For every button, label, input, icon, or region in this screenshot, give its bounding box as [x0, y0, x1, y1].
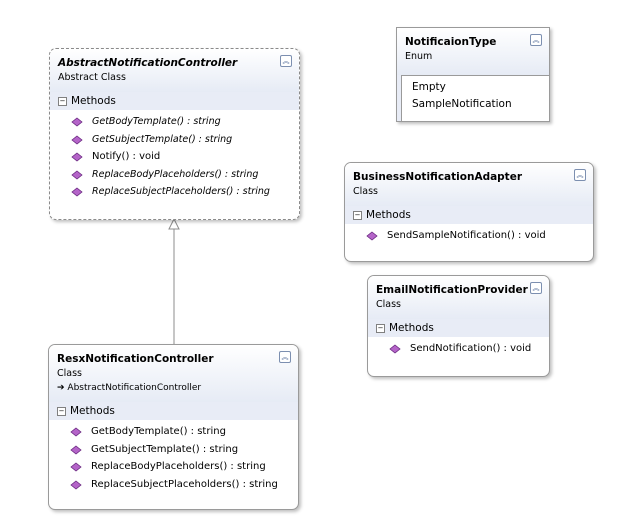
- class-name: EmailNotificationProvider: [376, 284, 528, 296]
- resx-notification-controller-shape[interactable]: ResxNotificationController Class ➔ Abstr…: [48, 344, 299, 510]
- method-label: GetBodyTemplate() : string: [91, 426, 226, 437]
- base-class: ➔ AbstractNotificationController: [57, 381, 290, 395]
- class-name: ResxNotificationController: [57, 353, 214, 365]
- section-label: Methods: [389, 322, 434, 334]
- method-icon: [389, 344, 401, 354]
- method-icon: [70, 444, 82, 455]
- method-item[interactable]: SendNotification() : void: [368, 340, 549, 358]
- method-icon: [70, 462, 82, 472]
- methods-section-header[interactable]: −Methods: [345, 206, 593, 224]
- method-list: GetBodyTemplate() : string GetSubjectTem…: [49, 420, 298, 497]
- enum-value[interactable]: Empty: [412, 81, 446, 93]
- method-icon: [70, 427, 82, 437]
- class-kind: Abstract Class: [58, 72, 126, 83]
- shape-header: EmailNotificationProvider Class ︽: [368, 276, 549, 319]
- method-list: GetBodyTemplate() : string GetSubjectTem…: [50, 110, 299, 205]
- collapse-chevron-icon[interactable]: ︽: [530, 282, 542, 294]
- class-kind: Class: [376, 299, 401, 310]
- class-kind: Class: [353, 186, 378, 197]
- shape-header: ResxNotificationController Class ➔ Abstr…: [49, 345, 298, 402]
- section-label: Methods: [71, 95, 116, 107]
- section-label: Methods: [366, 209, 411, 221]
- method-item[interactable]: ReplaceSubjectPlaceholders() : string: [50, 183, 299, 201]
- inherits-arrow-icon: ➔: [57, 383, 65, 393]
- method-item[interactable]: GetBodyTemplate() : string: [49, 423, 298, 441]
- abstract-notification-controller-shape[interactable]: AbstractNotificationController Abstract …: [49, 48, 300, 220]
- collapse-minus-icon[interactable]: −: [376, 323, 385, 333]
- base-class-label: AbstractNotificationController: [67, 383, 202, 393]
- method-list: SendSampleNotification() : void: [345, 224, 593, 249]
- class-name: AbstractNotificationController: [58, 57, 238, 69]
- method-item[interactable]: ReplaceBodyPlaceholders() : string: [49, 458, 298, 476]
- section-label: Methods: [70, 405, 115, 417]
- method-label: SendSampleNotification() : void: [387, 230, 546, 241]
- method-icon: [71, 117, 83, 127]
- method-label: GetSubjectTemplate() : string: [91, 443, 239, 455]
- methods-section-header[interactable]: −Methods: [368, 319, 549, 337]
- enum-values-gutter: [397, 75, 401, 121]
- method-item[interactable]: SendSampleNotification() : void: [345, 227, 593, 245]
- method-icon: [70, 479, 82, 490]
- method-icon: [366, 231, 378, 241]
- method-item[interactable]: GetBodyTemplate() : string: [50, 113, 299, 131]
- class-kind: Class: [57, 368, 82, 379]
- enum-value[interactable]: SampleNotification: [412, 98, 512, 110]
- method-icon: [71, 152, 83, 162]
- class-name: BusinessNotificationAdapter: [353, 171, 523, 183]
- enum-values-list: Empty SampleNotification: [401, 75, 549, 121]
- collapse-chevron-icon[interactable]: ︽: [530, 34, 542, 46]
- shape-header: BusinessNotificationAdapter Class ︽: [345, 163, 593, 206]
- method-list: SendNotification() : void: [368, 337, 549, 362]
- collapse-chevron-icon[interactable]: ︽: [279, 351, 291, 363]
- method-item[interactable]: GetSubjectTemplate() : string: [49, 441, 298, 459]
- method-label: GetBodyTemplate() : string: [92, 116, 221, 127]
- collapse-chevron-icon[interactable]: ︽: [574, 169, 586, 181]
- method-label: GetSubjectTemplate() : string: [92, 133, 233, 145]
- enum-name: NotificaionType: [405, 36, 497, 48]
- enum-values-area: Empty SampleNotification: [397, 75, 549, 121]
- notification-type-enum-shape[interactable]: NotificaionType Enum ︽ Empty SampleNotif…: [396, 27, 550, 122]
- collapse-chevron-icon[interactable]: ︽: [280, 55, 292, 67]
- email-notification-provider-shape[interactable]: EmailNotificationProvider Class ︽ −Metho…: [367, 275, 550, 377]
- method-item[interactable]: ReplaceBodyPlaceholders() : string: [50, 166, 299, 184]
- method-icon: [71, 169, 83, 180]
- method-label: ReplaceSubjectPlaceholders() : string: [92, 186, 270, 197]
- method-label: Notify() : void: [92, 151, 161, 162]
- collapse-minus-icon[interactable]: −: [353, 210, 362, 220]
- enum-kind: Enum: [405, 51, 433, 62]
- shape-header: NotificaionType Enum ︽: [397, 28, 549, 75]
- collapse-minus-icon[interactable]: −: [58, 96, 67, 106]
- method-label: ReplaceBodyPlaceholders() : string: [91, 461, 266, 472]
- collapse-minus-icon[interactable]: −: [57, 406, 66, 416]
- shape-header: AbstractNotificationController Abstract …: [50, 49, 299, 92]
- business-notification-adapter-shape[interactable]: BusinessNotificationAdapter Class ︽ −Met…: [344, 162, 594, 262]
- method-icon: [71, 134, 83, 145]
- methods-section-header[interactable]: −Methods: [50, 92, 299, 110]
- inheritance-arrowhead: [168, 217, 180, 230]
- methods-section-header[interactable]: −Methods: [49, 402, 298, 420]
- method-label: ReplaceBodyPlaceholders() : string: [92, 168, 259, 180]
- method-item[interactable]: Notify() : void: [50, 148, 299, 166]
- method-icon: [71, 187, 83, 197]
- method-item[interactable]: ReplaceSubjectPlaceholders() : string: [49, 476, 298, 494]
- method-item[interactable]: GetSubjectTemplate() : string: [50, 131, 299, 149]
- method-label: SendNotification() : void: [410, 343, 532, 354]
- method-label: ReplaceSubjectPlaceholders() : string: [91, 478, 278, 490]
